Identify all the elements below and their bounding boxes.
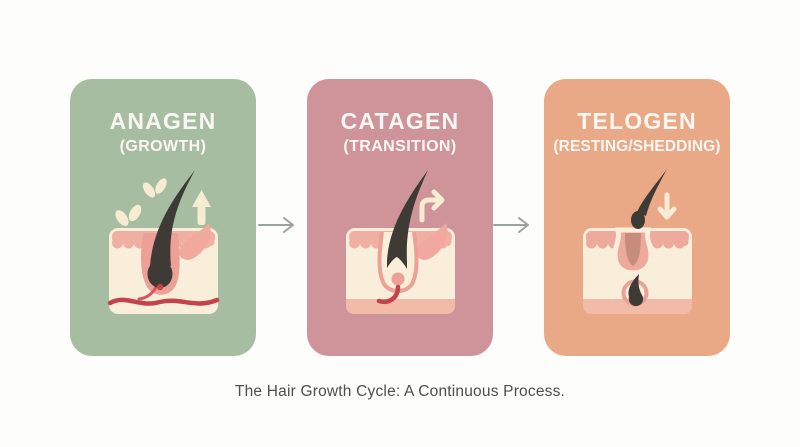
stage-card-catagen: CATAGEN (TRANSITION)	[307, 79, 493, 356]
telogen-follicle-illustration	[583, 169, 692, 315]
sebaceous-gland	[178, 223, 211, 261]
transition-bend-arrow-icon	[419, 189, 445, 223]
flow-arrow-1-icon	[258, 217, 294, 233]
hair-shaft-club	[387, 170, 428, 270]
diagram-caption: The Hair Growth Cycle: A Continuous Proc…	[234, 383, 566, 400]
flow-arrow-2-icon	[493, 217, 529, 233]
shedding-down-arrow-icon	[657, 192, 677, 220]
blood-vessel	[107, 297, 220, 306]
hair-shaft	[150, 170, 195, 267]
sebaceous-gland	[415, 223, 448, 261]
stage-subtitle-anagen: (GROWTH)	[119, 138, 207, 156]
stage-title-telogen: TELOGEN	[577, 108, 697, 134]
detached-hair-strand	[637, 169, 667, 217]
dermis-strip	[346, 299, 455, 315]
stage-title-anagen: ANAGEN	[109, 108, 217, 134]
detaching-bulb	[391, 272, 405, 286]
stage-title-catagen: CATAGEN	[340, 108, 460, 134]
papilla-bead	[156, 284, 164, 291]
follicle-stub	[625, 233, 641, 267]
stage-subtitle-catagen: (TRANSITION)	[343, 138, 457, 156]
vessel-hook	[376, 285, 401, 305]
hair-bulb	[147, 260, 173, 289]
growth-up-arrow-icon	[192, 190, 211, 226]
stage-card-anagen: ANAGEN (GROWTH)	[70, 79, 256, 356]
stage-card-telogen: TELOGEN (RESTING/SHEDDING)	[544, 79, 730, 356]
shed-hair-bulb	[628, 274, 644, 307]
club-hair-end	[631, 211, 645, 230]
stage-subtitle-telogen: (RESTING/SHEDDING)	[553, 138, 721, 156]
anagen-follicle-illustration	[107, 170, 220, 315]
catagen-follicle-illustration	[346, 170, 455, 315]
sprout-leaves-icon	[115, 178, 167, 227]
dermis-strip	[583, 299, 692, 315]
